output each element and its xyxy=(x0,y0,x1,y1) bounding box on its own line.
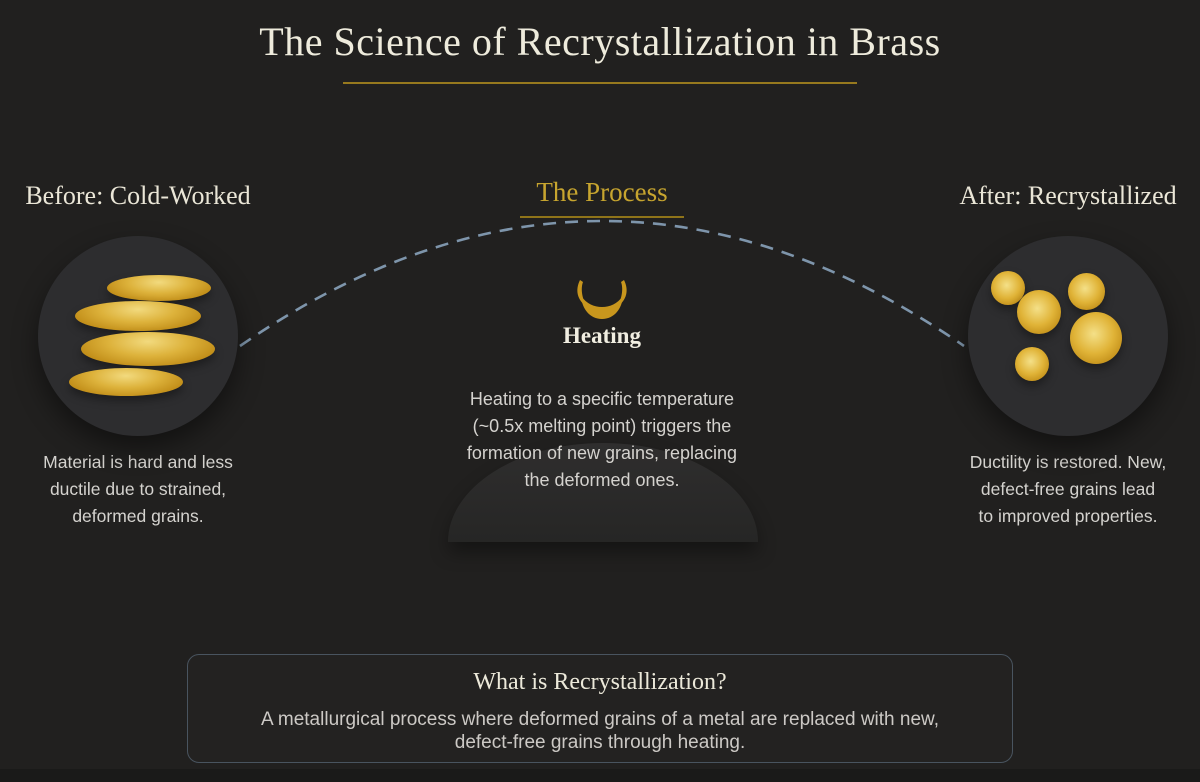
new-grain xyxy=(1017,290,1061,334)
deformed-grain xyxy=(107,275,211,301)
process-section: The Process Heating Heating to a specifi… xyxy=(438,176,766,494)
definition-box: What is Recrystallization? A metallurgic… xyxy=(187,654,1013,763)
before-heading: Before: Cold-Worked xyxy=(25,181,251,210)
after-grain-circle xyxy=(968,236,1168,436)
after-caption: Ductility is restored. New, defect-free … xyxy=(969,452,1167,526)
deformed-grain xyxy=(69,368,183,396)
deformed-grain xyxy=(75,301,201,331)
new-grain xyxy=(1070,312,1122,364)
process-heading: The Process xyxy=(536,177,668,207)
before-grain-circle xyxy=(38,236,238,436)
heating-label: Heating xyxy=(563,323,641,348)
before-section: Before: Cold-Worked Material is hard and… xyxy=(12,180,264,530)
after-heading: After: Recrystallized xyxy=(959,181,1177,210)
definition-body: A metallurgical process where deformed g… xyxy=(260,709,939,753)
header: The Science of Recrystallization in Bras… xyxy=(0,0,1200,84)
after-section: After: Recrystallized Ductility is resto… xyxy=(942,180,1194,530)
page-title: The Science of Recrystallization in Bras… xyxy=(259,19,941,64)
flame-icon xyxy=(438,280,766,322)
deformed-grain xyxy=(81,332,215,366)
before-caption: Material is hard and less ductile due to… xyxy=(43,452,233,526)
bottom-edge-strip xyxy=(0,769,1200,782)
new-grain xyxy=(1015,347,1049,381)
new-grain xyxy=(1068,273,1105,310)
new-grain xyxy=(991,271,1025,305)
process-description: Heating to a specific temperature (~0.5x… xyxy=(466,389,738,490)
title-underline xyxy=(343,82,857,84)
definition-heading: What is Recrystallization? xyxy=(473,669,727,695)
process-underline xyxy=(520,216,684,218)
